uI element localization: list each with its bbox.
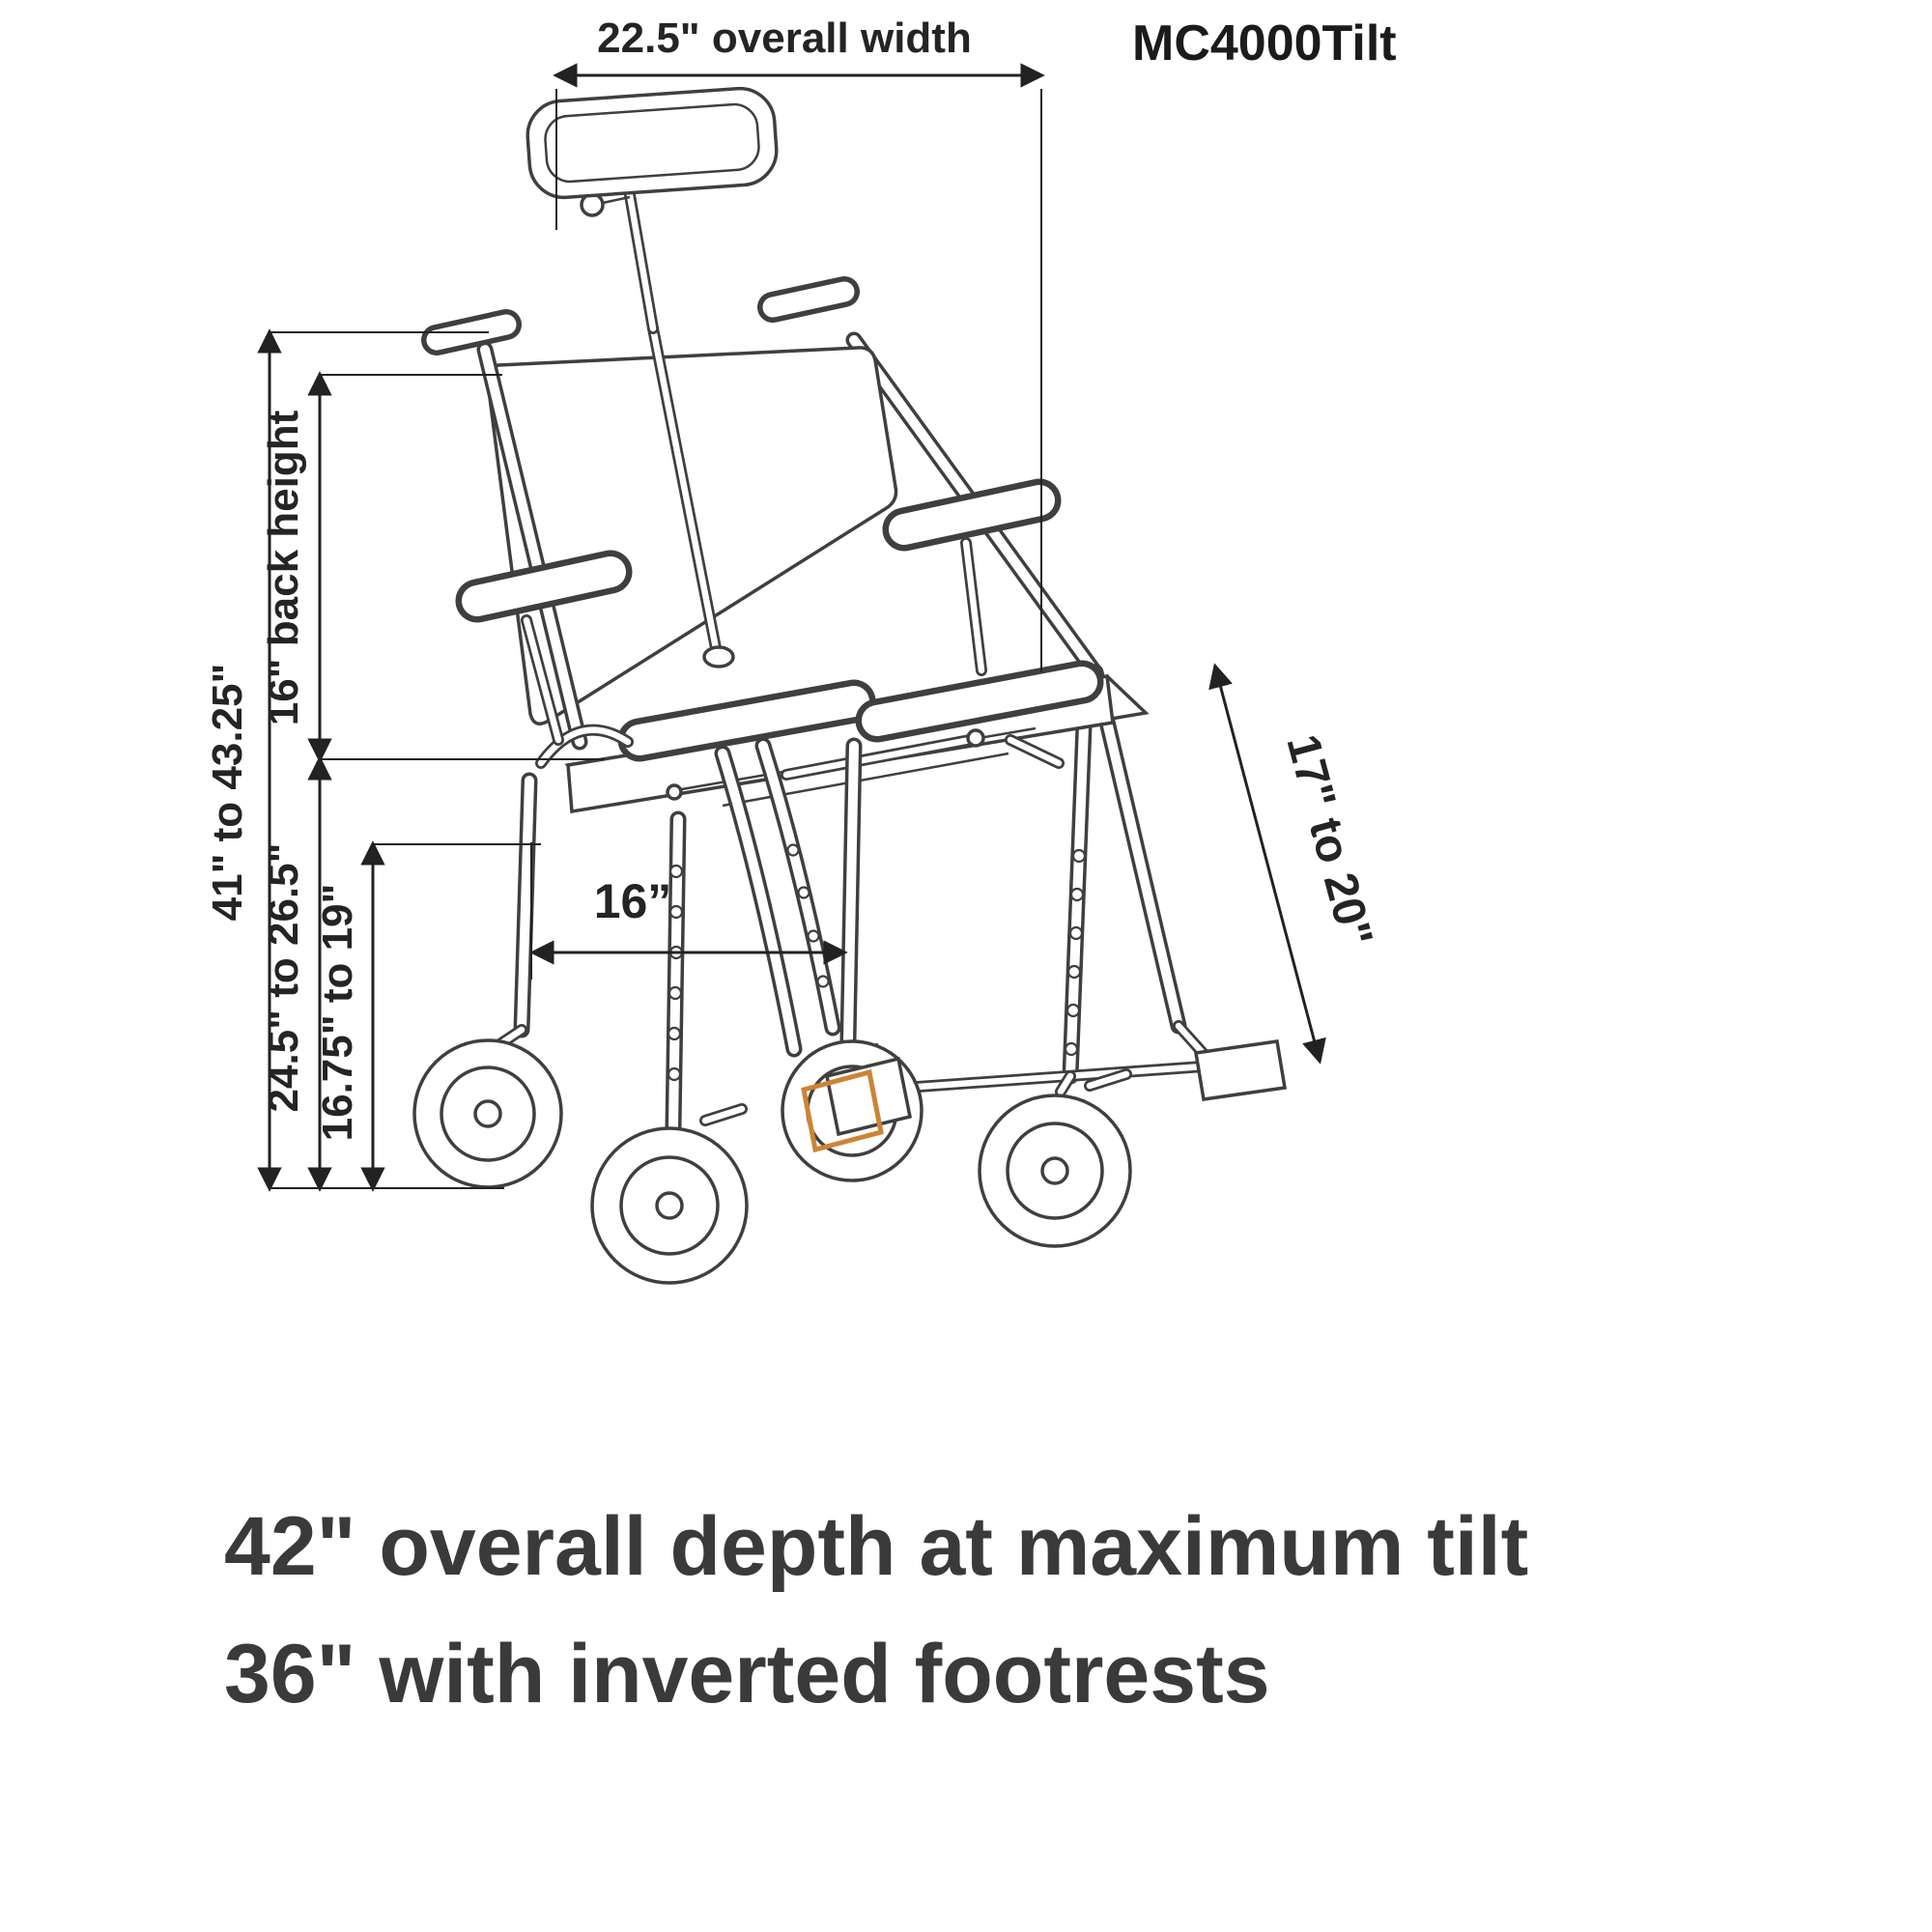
seat-pad-right (855, 660, 1104, 743)
back-height-label: 16" back height (260, 410, 307, 725)
armrest-right (882, 478, 1062, 676)
footplate-right (1193, 1039, 1288, 1101)
seat-depth-label: 17" to 20" (1276, 729, 1381, 952)
back-post-left (476, 341, 588, 751)
caster-mid (590, 1103, 749, 1285)
armrest-left (455, 550, 633, 746)
dim-back-height (307, 371, 605, 763)
seat (535, 660, 1150, 814)
base-height-label: 16.75" to 19" (314, 884, 361, 1142)
labels: 22.5" overall width MC4000Tilt 41" to 43… (204, 14, 1528, 1720)
dim-overall-width (553, 63, 1045, 672)
caster-right (978, 1068, 1132, 1248)
dim-base-height (360, 840, 541, 1192)
leg-rear (839, 737, 863, 1048)
overall-width-label: 22.5" overall width (597, 14, 972, 62)
headrest (526, 86, 779, 334)
dimensions (257, 63, 1326, 1192)
tilt-release-handle (535, 724, 634, 769)
headrest-pad (526, 86, 779, 200)
seat-pad-left (617, 679, 876, 762)
footer-line1: 42" overall depth at maximum tilt (224, 1500, 1528, 1593)
push-handle-right (757, 276, 860, 323)
overall-height-label: 41" to 43.25" (204, 664, 251, 922)
frame-right (1062, 664, 1219, 1085)
footer-line2: 36" with inverted footrests (224, 1628, 1270, 1720)
bottom-bar (871, 1061, 1209, 1095)
width-between-label: 16” (594, 874, 672, 928)
model-label: MC4000Tilt (1132, 15, 1397, 71)
leg-mid (665, 810, 687, 1135)
dim-seat-depth (1208, 663, 1326, 1065)
caster-front-left (412, 1024, 563, 1189)
leg-front-left (513, 772, 538, 1038)
chair-drawing (412, 86, 1288, 1285)
footrest-hangers (714, 737, 841, 1058)
footplate-accent (801, 1068, 884, 1153)
dim-width-between (529, 842, 848, 980)
seat-height-label: 24.5" to 26.5" (260, 843, 307, 1113)
headrest-post-lower (647, 323, 735, 668)
